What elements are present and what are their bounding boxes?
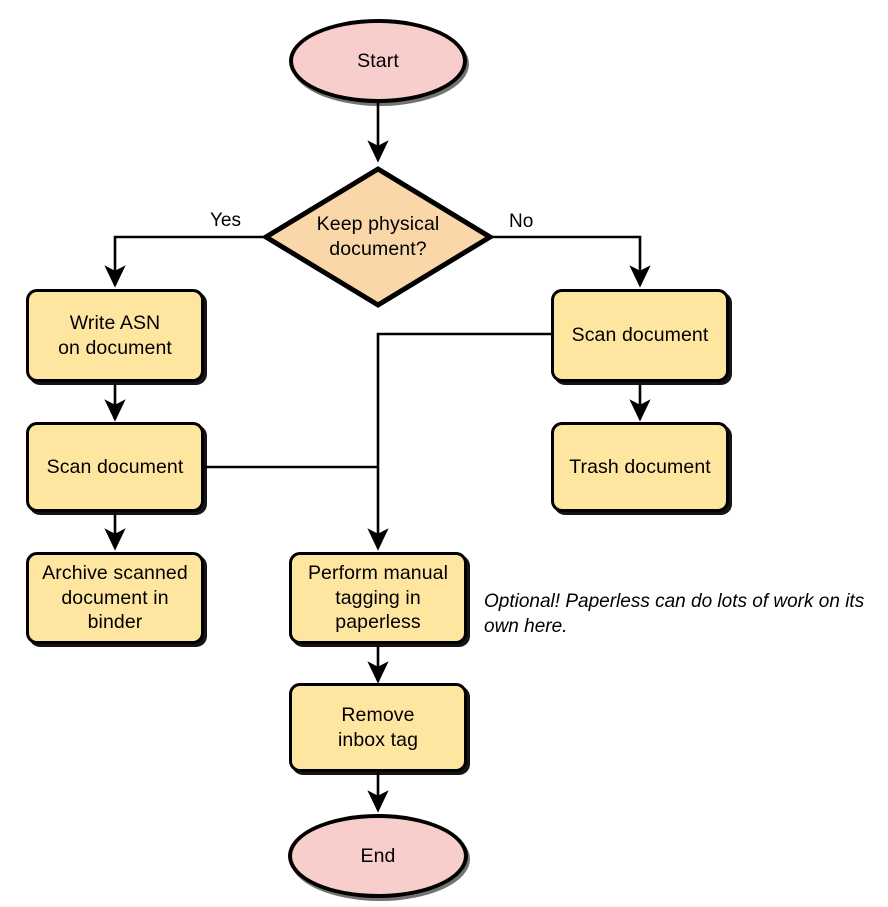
edge-label-yes: Yes (210, 210, 241, 231)
node-remove-inbox-tag[interactable]: Remove inbox tag (289, 683, 467, 772)
node-end[interactable]: End (288, 814, 468, 898)
decision-diamond-shape (263, 166, 493, 308)
node-remove-inbox-tag-label: Remove inbox tag (337, 703, 419, 751)
node-write-asn-on-document[interactable]: Write ASN on document (26, 289, 204, 382)
node-archive-scanned-document-in-binder-label: Archive scanned document in binder (42, 562, 188, 634)
node-perform-manual-tagging-in-paperless[interactable]: Perform manual tagging in paperless (289, 552, 467, 644)
edge-scan-right-to-tagging (367, 332, 551, 551)
node-start-label: Start (357, 49, 399, 72)
node-scan-document-left[interactable]: Scan document (26, 422, 204, 512)
node-scan-document-right[interactable]: Scan document (551, 289, 729, 382)
node-write-asn-on-document-label: Write ASN on document (58, 311, 172, 359)
edge-decision-to-scan-right (491, 235, 651, 288)
node-archive-scanned-document-in-binder[interactable]: Archive scanned document in binder (26, 552, 204, 644)
edge-decision-to-write-asn (104, 235, 265, 288)
node-trash-document[interactable]: Trash document (551, 422, 729, 512)
node-scan-document-left-label: Scan document (46, 455, 184, 478)
annotation-optional-note: Optional! Paperless can do lots of work … (484, 591, 865, 638)
node-end-label: End (360, 844, 396, 867)
edge-label-no: No (509, 211, 534, 232)
node-start[interactable]: Start (289, 19, 467, 103)
node-trash-document-label: Trash document (569, 455, 711, 478)
node-keep-physical-document[interactable]: Keep physical document? (263, 166, 493, 308)
node-perform-manual-tagging-in-paperless-label: Perform manual tagging in paperless (307, 562, 449, 634)
node-scan-document-right-label: Scan document (571, 324, 709, 347)
node-keep-physical-document-label: Keep physical document? (316, 212, 440, 260)
